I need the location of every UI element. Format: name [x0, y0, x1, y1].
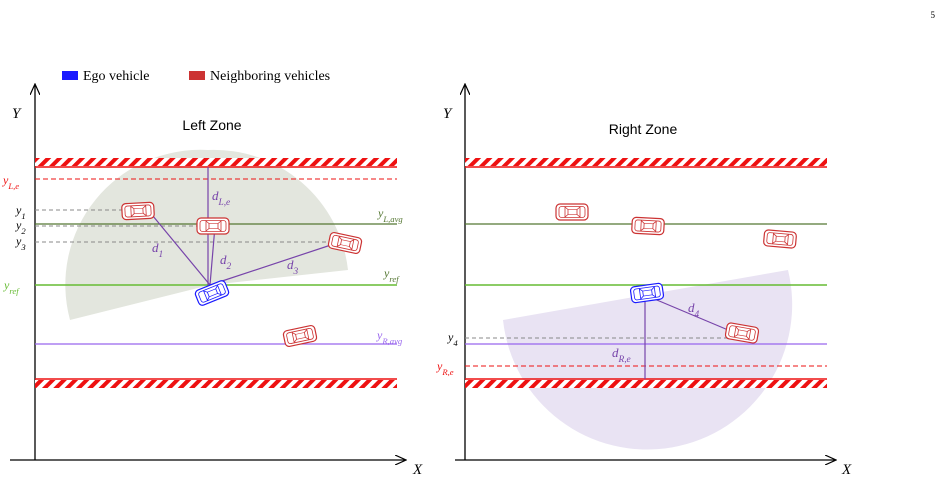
- d2-label: d2: [220, 252, 232, 272]
- right-zone-title: Right Zone: [609, 121, 678, 137]
- neighbor-vehicle-5: [555, 203, 589, 221]
- left-zone-panel: Y X Left Zone yL,e y1 y2 y3 yref yL,avg …: [2, 85, 423, 478]
- d4-line: [644, 294, 741, 336]
- y-ref-left-label: yref: [3, 278, 20, 296]
- right-upper-boundary: [465, 158, 827, 166]
- page-number: 5: [930, 10, 936, 20]
- y-ref-right-label: yref: [383, 266, 400, 284]
- neighbor-vehicle-1: [121, 201, 155, 221]
- y-lavg-label: yL,avg: [377, 206, 403, 224]
- d1-label: d1: [152, 240, 163, 260]
- right-zone-panel: Y X Right Zone y4 yR,e d4 dR,e: [436, 85, 852, 478]
- y4-label: y4: [447, 330, 458, 348]
- neighbor-vehicle-2: [196, 217, 230, 235]
- left-zone-region: [65, 149, 349, 320]
- neighbor-legend-label: Neighboring vehicles: [210, 69, 330, 84]
- left-y-axis-label: Y: [12, 106, 22, 122]
- right-lower-boundary: [465, 380, 827, 388]
- neighbor-legend-swatch: [189, 71, 205, 80]
- right-y-axis-label: Y: [443, 106, 453, 122]
- y-ravg-label: yR,avg: [376, 328, 403, 346]
- y-re-label: yR,e: [436, 359, 454, 377]
- d4-label: d4: [688, 300, 700, 320]
- ego-legend-label: Ego vehicle: [83, 69, 149, 84]
- neighbor-vehicle-6: [631, 216, 665, 236]
- legend: Ego vehicle Neighboring vehicles: [62, 69, 330, 84]
- d2-line: [209, 225, 216, 286]
- y1-label: y1: [15, 203, 26, 221]
- left-lower-boundary: [35, 380, 397, 388]
- ego-legend-swatch: [62, 71, 78, 80]
- d1-line: [147, 209, 211, 286]
- neighbor-vehicle-7: [762, 229, 798, 249]
- y3-label: y3: [15, 234, 26, 252]
- y-le-label: yL,e: [2, 173, 19, 191]
- y2-label: y2: [15, 218, 26, 236]
- left-zone-title: Left Zone: [182, 117, 241, 133]
- d3-line: [209, 241, 341, 286]
- right-zone-region: [503, 270, 793, 450]
- left-x-axis-label: X: [412, 462, 423, 478]
- right-x-axis-label: X: [841, 462, 852, 478]
- d3-label: d3: [287, 257, 299, 277]
- left-upper-boundary: [35, 158, 397, 166]
